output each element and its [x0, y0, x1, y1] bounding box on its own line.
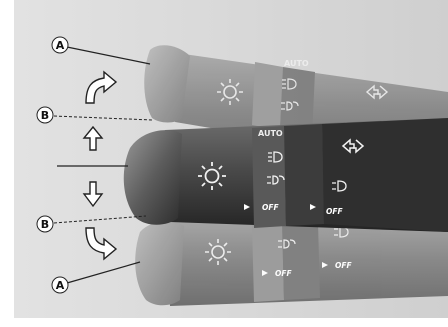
lower-stalk-ring-2 — [282, 222, 320, 300]
middle-stalk-position: AUTO OFF OFF — [124, 118, 448, 232]
middle-off-label-1: OFF — [262, 203, 279, 212]
callout-b-bottom-label: B — [41, 218, 49, 231]
lower-stalk-tip — [135, 221, 184, 305]
upper-auto-label: AUTO — [284, 59, 309, 68]
callout-a-bottom: A — [52, 277, 68, 293]
lower-off-label-1: OFF — [275, 269, 292, 278]
middle-stalk-ring-2 — [284, 124, 324, 226]
middle-off-label-2: OFF — [326, 207, 343, 216]
panel-notch — [348, 318, 448, 327]
callout-b-bottom: B — [37, 216, 53, 232]
callout-a-top: A — [52, 37, 68, 53]
lower-off-label-2: OFF — [335, 261, 352, 270]
callout-b-top: B — [37, 107, 53, 123]
lower-stalk-ring — [252, 223, 284, 302]
callout-a-top-label: A — [56, 39, 65, 52]
callout-b-top-label: B — [41, 109, 49, 122]
middle-auto-label: AUTO — [258, 129, 283, 138]
callout-a-bottom-label: A — [56, 279, 65, 292]
upper-stalk-ring — [252, 62, 283, 130]
